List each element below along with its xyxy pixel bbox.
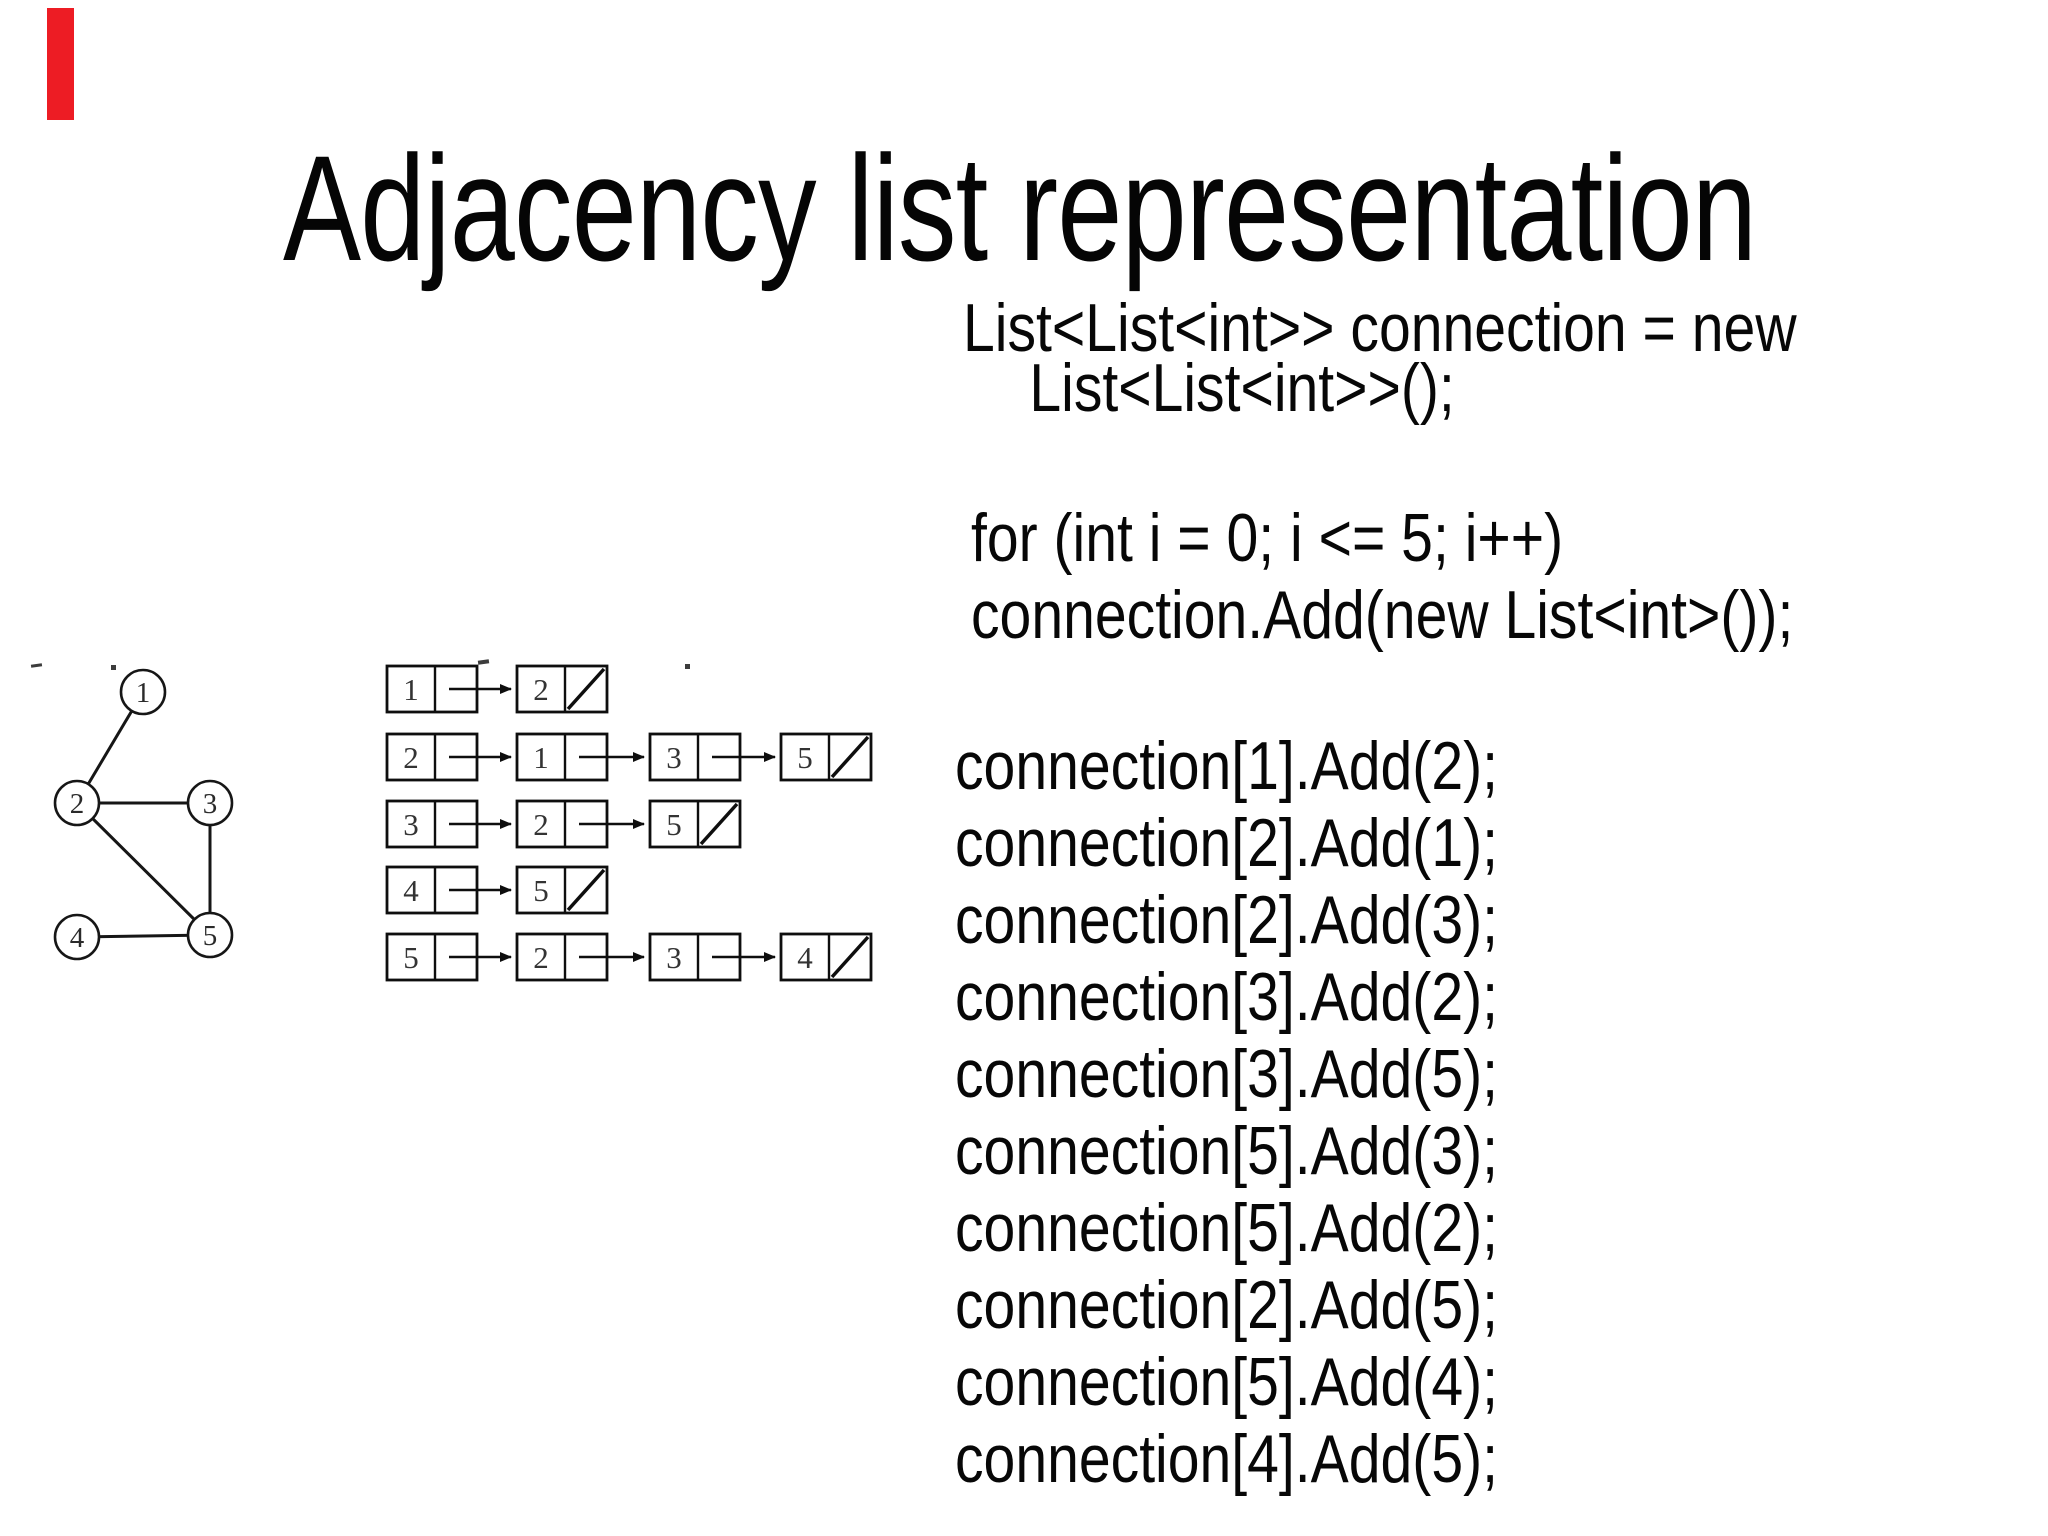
- adjacency-diagram: 1 2 3 4 5 1 2 2 1 3 5 3 2 5 4 5 5 2 3 4: [53, 664, 873, 982]
- list-node-value: 2: [533, 807, 549, 842]
- code-line: connection[5].Add(3);: [955, 1113, 1498, 1189]
- list-node-box: [648, 799, 742, 849]
- graph-edge: [75, 801, 212, 937]
- list-node-value: 4: [403, 873, 419, 908]
- list-node-value: 1: [403, 672, 419, 707]
- code-line: connection[3].Add(2);: [955, 959, 1498, 1035]
- list-node-box: [515, 865, 609, 915]
- code-line: connection[5].Add(4);: [955, 1344, 1498, 1420]
- graph-node-label: 2: [70, 788, 85, 820]
- null-pointer-slash: [566, 667, 606, 711]
- list-node-value: 2: [403, 740, 419, 775]
- code-line: connection[4].Add(5);: [955, 1421, 1498, 1497]
- list-node-box: [515, 664, 609, 714]
- code-line: connection[2].Add(5);: [955, 1267, 1498, 1343]
- null-pointer-slash: [830, 935, 870, 979]
- code-line: connection[2].Add(3);: [955, 882, 1498, 958]
- list-node-value: 4: [797, 940, 813, 975]
- graph-node-label: 1: [136, 677, 151, 709]
- code-block-for-loop: for (int i = 0; i <= 5; i++) connection.…: [971, 500, 1793, 654]
- graph-node-label: 3: [203, 788, 218, 820]
- code-line: connection[2].Add(1);: [955, 805, 1498, 881]
- list-node-value: 5: [533, 873, 549, 908]
- code-line: connection[3].Add(5);: [955, 1036, 1498, 1112]
- null-pointer-slash: [566, 868, 606, 912]
- scan-artifact: [685, 664, 690, 669]
- red-marker-bar: [47, 8, 74, 120]
- null-pointer-slash: [699, 802, 739, 846]
- list-node-value: 3: [666, 740, 682, 775]
- list-node-value: 3: [403, 807, 419, 842]
- graph-node-label: 5: [203, 920, 218, 952]
- graph-node-4: [53, 913, 101, 961]
- list-node-value: 5: [666, 807, 682, 842]
- list-node-box: [779, 732, 873, 782]
- list-node-value: 5: [403, 940, 419, 975]
- code-line: connection[1].Add(2);: [955, 728, 1498, 804]
- code-block-add-calls: connection[1].Add(2); connection[2].Add(…: [955, 728, 1498, 1498]
- list-node-box: [779, 932, 873, 982]
- code-line: List<List<int>> connection = new: [963, 290, 1797, 366]
- graph-node-1: [119, 668, 167, 716]
- slide-title: Adjacency list representation: [283, 124, 1757, 292]
- graph-node-2: [53, 779, 101, 827]
- code-line: List<List<int>>();: [1029, 350, 1455, 426]
- list-node-value: 2: [533, 672, 549, 707]
- list-node-value: 2: [533, 940, 549, 975]
- code-line: connection[5].Add(2);: [955, 1190, 1498, 1266]
- scan-artifact: [111, 665, 116, 670]
- list-node-value: 5: [797, 740, 813, 775]
- list-node-value: 1: [533, 740, 549, 775]
- list-node-value: 3: [666, 940, 682, 975]
- graph-node-3: [186, 779, 234, 827]
- graph-node-5: [186, 911, 234, 959]
- null-pointer-slash: [830, 735, 870, 779]
- graph-node-label: 4: [70, 922, 85, 954]
- code-line: connection.Add(new List<int>());: [971, 577, 1794, 653]
- code-block-declaration: List<List<int>> connection = new List<Li…: [963, 290, 1797, 426]
- code-line: for (int i = 0; i <= 5; i++): [971, 500, 1564, 576]
